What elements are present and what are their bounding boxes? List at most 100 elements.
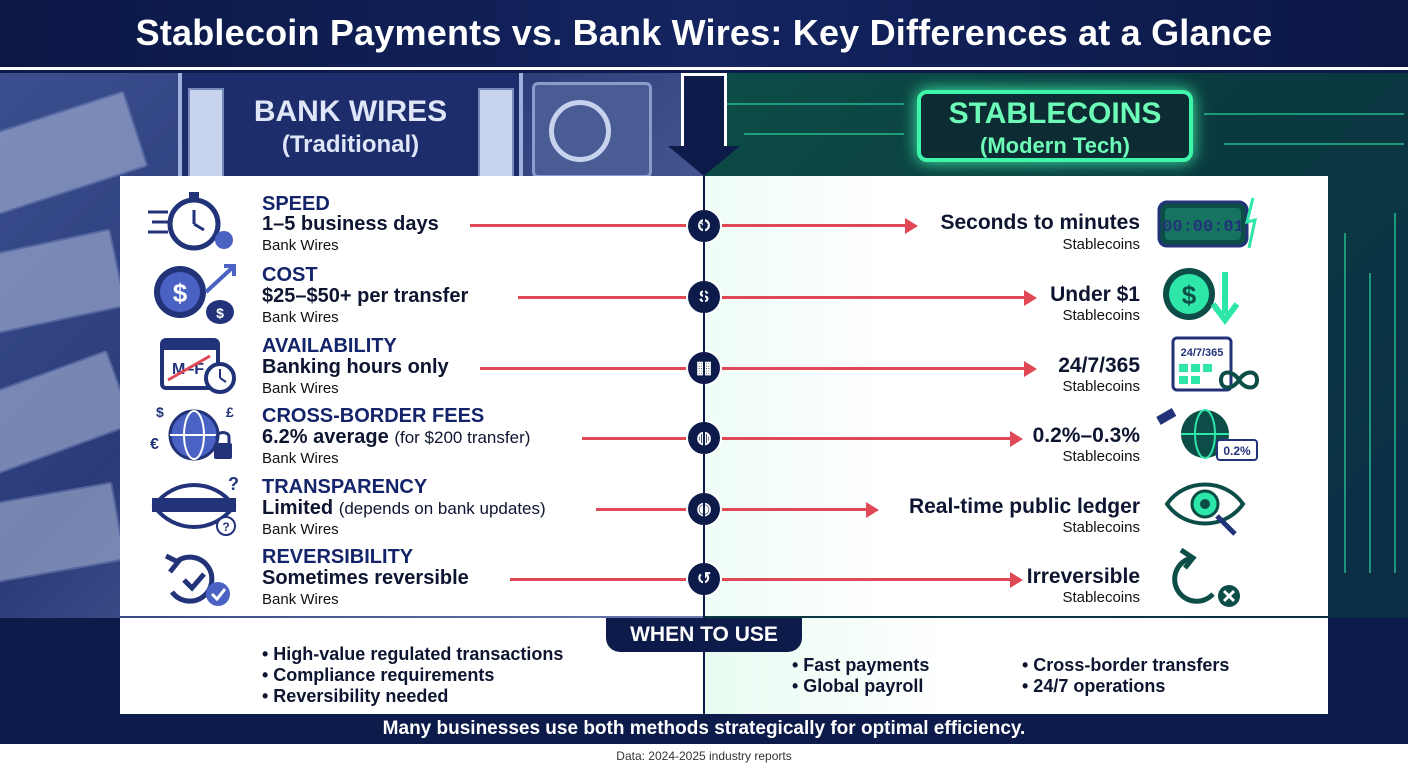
arrow-line [510,578,686,581]
arrow-line [480,367,686,370]
svg-text:?: ? [228,474,239,494]
center-arrow-stem [681,73,727,149]
stable-sub-availability: Stablecoins [1062,378,1140,395]
dollar-coin-down-icon: $ [1163,268,1240,325]
bank-sub-reversibility: Bank Wires [262,591,339,608]
digital-timer-icon: 00:00:01 [1157,197,1257,249]
stable-value-speed: Seconds to minutes [940,211,1140,234]
bank-wires-header: BANK WIRES (Traditional) [238,95,463,159]
globe-lock-icon: $ € £ [150,404,234,461]
bank-value-cost: $25–$50+ per transfer [262,285,469,307]
svg-text:€: € [150,436,159,453]
center-divider [703,176,705,716]
bank-sub-availability: Bank Wires [262,380,339,397]
vault-wheel-icon [549,100,611,162]
stable-sub-speed: Stablecoins [1062,236,1140,253]
when-to-use-heading: WHEN TO USE [606,618,802,652]
blindfold-eye-icon: ? ? [151,474,239,536]
svg-text:00:00:01: 00:00:01 [1162,218,1244,237]
svg-text:0.2%: 0.2% [1223,444,1251,458]
svg-text:£: £ [226,404,234,420]
data-source-note: Data: 2024-2025 industry reports [0,744,1408,768]
bank-note-transparency: (depends on bank updates) [338,499,546,518]
arrow-line [582,437,686,440]
down-arrow-icon [668,146,740,176]
svg-text:$: $ [216,305,224,321]
footer-message: Many businesses use both methods strateg… [0,714,1408,744]
stable-sub-cost: Stablecoins [1062,307,1140,324]
stable-value-cross-border: 0.2%–0.3% [1032,424,1140,447]
bank-sub-speed: Bank Wires [262,237,339,254]
globe-satellite-icon: 0.2% [1156,408,1258,461]
arrow-line [722,367,1026,370]
stable-sub-transparency: Stablecoins [1062,519,1140,536]
pillar-icon [478,88,514,178]
bank-value-speed: 1–5 business days [262,213,439,235]
arrow-right-icon [905,218,918,234]
bank-value-transparency: Limited (depends on bank updates) [262,497,546,519]
svg-text:$: $ [156,404,164,420]
stable-header-title: STABLECOINS [948,97,1162,130]
bank-panel [120,176,704,616]
row-label-speed: SPEED [262,193,330,215]
stable-use-item: • Cross-border transfers [1022,655,1230,675]
eye-magnifier-icon [1164,482,1246,536]
row-label-cost: COST [262,264,318,286]
arrow-line [596,508,686,511]
stable-sub-cross-border: Stablecoins [1062,448,1140,465]
bank-header-title: BANK WIRES [253,95,448,128]
undo-cancel-icon [1172,547,1240,607]
bank-note-cross-border: (for $200 transfer) [394,428,531,447]
calendar-clock-icon: M–F [160,338,236,394]
stable-value-cost: Under $1 [1050,283,1140,306]
page-title: Stablecoin Payments vs. Bank Wires: Key … [135,12,1273,53]
row-label-reversibility: REVERSIBILITY [262,546,414,568]
dollar-coin-up-icon: $ $ [154,264,236,324]
bank-value-reversibility: Sometimes reversible [262,567,469,589]
arrow-line [470,224,686,227]
svg-text:$: $ [1182,280,1197,310]
stopwatch-icon [148,192,233,251]
bank-sub-cross-border: Bank Wires [262,450,339,467]
banknote-decoration [0,228,127,338]
row-label-cross-border: CROSS-BORDER FEES [262,405,485,427]
arrow-right-icon [1024,361,1037,377]
calendar-infinity-icon: 24/7/365 [1171,336,1260,392]
bank-sub-cost: Bank Wires [262,309,339,326]
arrow-right-icon [1010,431,1023,447]
arrow-right-icon [1024,290,1037,306]
arrow-line [722,224,907,227]
bank-sub-transparency: Bank Wires [262,521,339,538]
row-label-availability: AVAILABILITY [262,335,397,357]
arrow-line [722,578,1012,581]
svg-text:24/7/365: 24/7/365 [1181,347,1224,359]
stablecoins-header: STABLECOINS (Modern Tech) [917,97,1193,159]
bank-value-availability: Banking hours only [262,356,449,378]
svg-text:$: $ [173,278,188,308]
arrow-line [722,296,1026,299]
svg-text:?: ? [222,520,229,534]
stablecoin-header-frame [917,90,1193,162]
arrow-line [518,296,686,299]
bank-use-item: • Compliance requirements [262,665,495,685]
bank-use-item: • High-value regulated transactions [262,644,564,664]
arrow-line [722,508,868,511]
stable-sub-reversibility: Stablecoins [1062,589,1140,606]
arrow-right-icon [866,502,879,518]
stablecoin-panel [704,176,1328,616]
arrow-line [722,437,1012,440]
stable-value-transparency: Real-time public ledger [908,495,1140,518]
stable-use-item: • Global payroll [792,676,924,696]
bank-use-item: • Reversibility needed [262,686,449,706]
row-label-transparency: TRANSPARENCY [262,476,428,498]
bank-value-cross-border: 6.2% average (for $200 transfer) [262,426,531,448]
bank-header-subtitle: (Traditional) [281,131,420,158]
undo-check-icon [164,553,230,606]
stablecoin-use-cases [704,618,1328,714]
stable-value-reversibility: Irreversible [1026,565,1140,588]
arrow-right-icon [1010,572,1023,588]
banknote-decoration [0,349,135,477]
banknote-decoration [0,481,126,585]
stable-use-item: • 24/7 operations [1022,676,1166,696]
